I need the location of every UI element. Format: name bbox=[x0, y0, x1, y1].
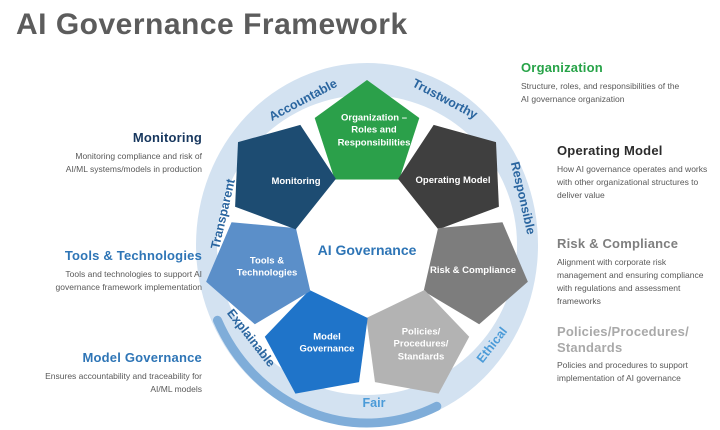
callout-risk-compliance-body: Alignment with corporate risk management… bbox=[557, 256, 704, 307]
segment-label-organization: Organization – Roles and Responsibilitie… bbox=[337, 112, 411, 149]
callout-model-governance: Model Governance Ensures accountability … bbox=[0, 350, 202, 396]
decorative-crescent-arc bbox=[213, 315, 442, 428]
callout-operating-model-body: How AI governance operates and works wit… bbox=[557, 163, 708, 200]
callout-policies-procedures-standards-heading: Policies/Procedures/ Standards bbox=[557, 324, 689, 355]
segment-label-policies-procedures-standards: Policies/ Procedures/ Standards bbox=[393, 326, 449, 363]
segment-model-governance bbox=[264, 290, 368, 394]
callout-operating-model-heading: Operating Model bbox=[557, 143, 663, 158]
page-title: AI Governance Framework bbox=[16, 8, 408, 41]
callout-tools-technologies: Tools & Technologies Tools and technolog… bbox=[0, 248, 202, 294]
callout-organization: Organization Structure, roles, and respo… bbox=[521, 60, 711, 106]
callout-risk-compliance: Risk & Compliance Alignment with corpora… bbox=[557, 236, 720, 308]
callout-model-governance-heading: Model Governance bbox=[82, 350, 202, 365]
callout-monitoring-heading: Monitoring bbox=[132, 130, 202, 145]
callout-risk-compliance-heading: Risk & Compliance bbox=[557, 236, 679, 251]
wheel-center-label: AI Governance bbox=[317, 242, 417, 258]
segment-label-monitoring: Monitoring bbox=[271, 175, 321, 187]
callout-tools-technologies-body: Tools and technologies to support AI gov… bbox=[55, 268, 202, 292]
callout-monitoring-body: Monitoring compliance and risk of AI/ML … bbox=[65, 150, 202, 174]
segment-label-operating-model: Operating Model bbox=[415, 174, 491, 186]
segment-operating-model bbox=[398, 124, 499, 230]
center-circle bbox=[305, 184, 429, 308]
callout-operating-model: Operating Model How AI governance operat… bbox=[557, 143, 720, 202]
segment-policies-procedures-standards bbox=[366, 290, 470, 394]
segment-organization bbox=[314, 80, 420, 180]
segment-label-risk-compliance: Risk & Compliance bbox=[429, 264, 517, 276]
segment-risk-compliance bbox=[423, 222, 528, 325]
segment-label-model-governance: Model Governance bbox=[299, 331, 355, 355]
callout-policies-procedures-standards: Policies/Procedures/ Standards Policies … bbox=[557, 324, 720, 386]
callout-organization-heading: Organization bbox=[521, 60, 603, 75]
segment-label-tools-technologies: Tools & Technologies bbox=[236, 255, 298, 279]
ring-label-fair: Fair bbox=[362, 396, 386, 410]
callout-monitoring: Monitoring Monitoring compliance and ris… bbox=[0, 130, 202, 176]
callout-model-governance-body: Ensures accountability and traceability … bbox=[45, 370, 202, 394]
callout-policies-procedures-standards-body: Policies and procedures to support imple… bbox=[557, 360, 688, 384]
segment-monitoring bbox=[235, 124, 336, 230]
callout-organization-body: Structure, roles, and responsibilities o… bbox=[521, 80, 680, 104]
segment-tools-technologies bbox=[206, 222, 311, 325]
callout-tools-technologies-heading: Tools & Technologies bbox=[64, 248, 202, 263]
